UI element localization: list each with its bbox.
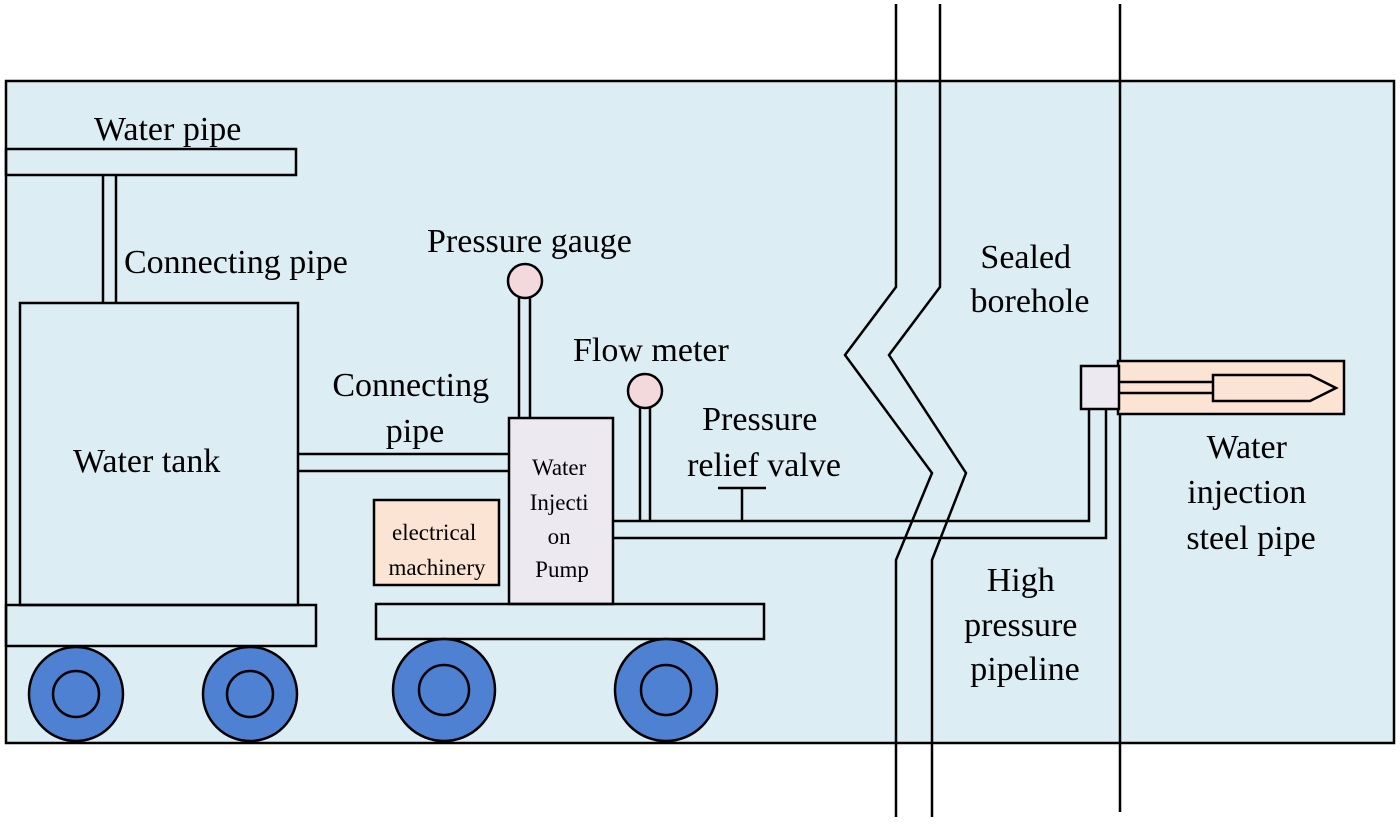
wheel-icon — [613, 637, 719, 743]
gauge-dial-icon — [506, 262, 544, 300]
label-pressure-gauge: Pressure gauge — [427, 223, 632, 260]
label-connecting-pipe-top: Connecting pipe — [124, 244, 348, 281]
tank-cart-platform — [4, 603, 318, 648]
high-pressure-pipeline-line — [613, 410, 1108, 540]
label-high-pressure-pipeline: High pressure pipeline — [964, 562, 1086, 688]
flow-meter-stem — [638, 408, 652, 521]
steel-pipe-rod — [1118, 380, 1213, 395]
wheel-icon — [201, 645, 299, 743]
label-connecting-pipe-mid: Connecting pipe — [332, 367, 497, 450]
pressure-gauge-stem — [517, 298, 532, 418]
label-pressure-relief-valve: Pressure relief valve — [687, 401, 841, 484]
connecting-pipe-vertical — [101, 175, 118, 303]
connecting-pipe-horizontal — [298, 452, 509, 473]
wheel-icon — [391, 637, 497, 743]
electrical-machinery — [372, 498, 501, 587]
pump-cart-platform — [374, 602, 766, 641]
pipe-tip-icon — [1211, 373, 1339, 403]
water-injection-steel-pipe — [1116, 359, 1346, 416]
pipe-end-connector — [1079, 364, 1121, 411]
wall-break-lines — [843, 4, 968, 817]
label-sealed-borehole: Sealed borehole — [971, 239, 1090, 320]
valve-t-icon — [718, 486, 766, 521]
label-flow-meter: Flow meter — [573, 332, 729, 369]
flow-meter-dial-icon — [626, 372, 664, 410]
water-pipe — [4, 147, 298, 177]
label-water-injection-steel-pipe: Water injection steel pipe — [1186, 429, 1315, 557]
label-pump: Water Injecti on Pump — [530, 455, 595, 582]
label-water-pipe: Water pipe — [94, 111, 241, 148]
wheel-icon — [27, 645, 125, 743]
label-water-tank: Water tank — [73, 443, 220, 480]
label-electrical-machinery: electrical machinery — [388, 520, 486, 580]
